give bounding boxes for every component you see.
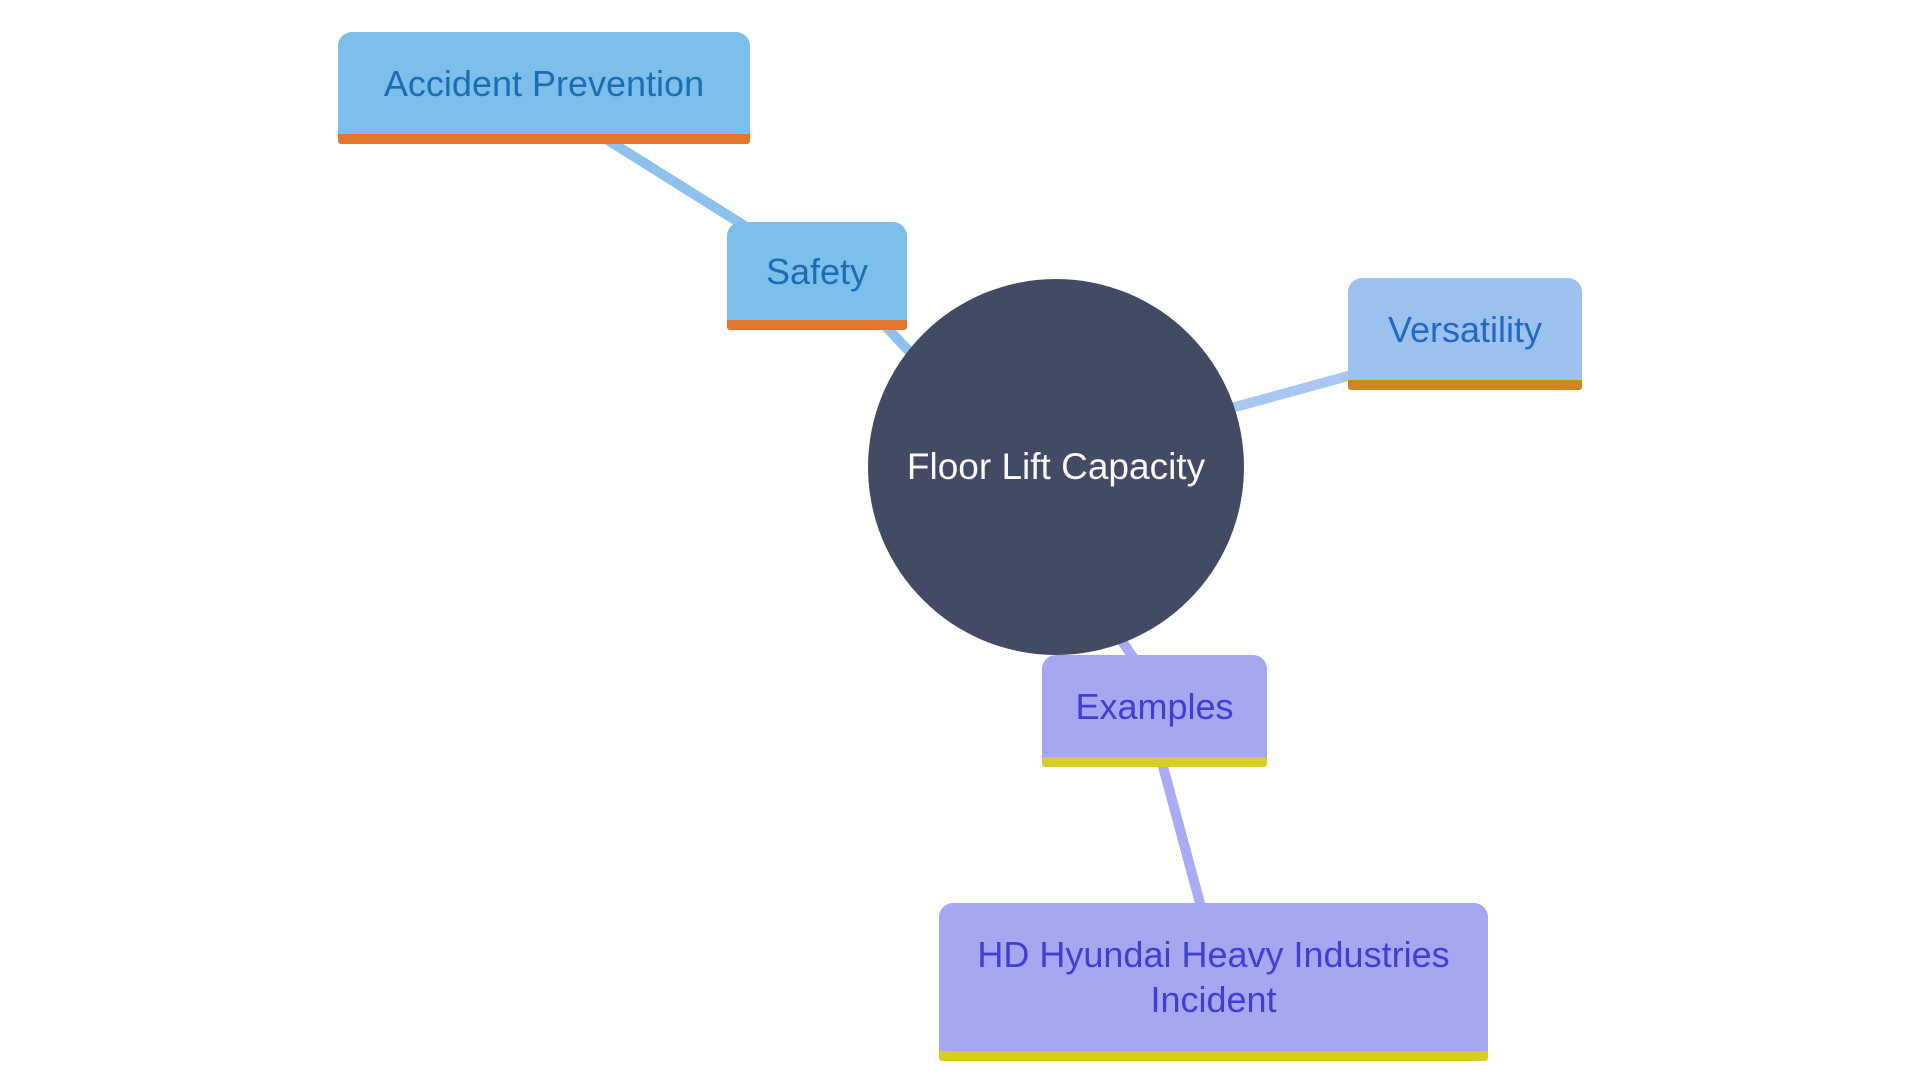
node-examples: Examples (1042, 655, 1267, 767)
root-node-label: Floor Lift Capacity (906, 445, 1206, 487)
node-examples-label: Examples (1075, 685, 1234, 727)
node-hyundai-incident-label: HD Hyundai Heavy Industries Incident (977, 934, 1450, 1020)
connector-accident-prevention-to-safety (590, 127, 753, 233)
root-node-floor-lift-capacity: Floor Lift Capacity (868, 279, 1244, 655)
node-hyundai-incident: HD Hyundai Heavy Industries Incident (939, 903, 1488, 1061)
connector-examples-to-hyundai-incident (1153, 743, 1209, 923)
node-safety-label: Safety (765, 250, 869, 292)
node-accident-prevention: Accident Prevention (338, 32, 750, 144)
node-versatility: Versatility (1348, 278, 1582, 390)
node-versatility-label: Versatility (1387, 308, 1543, 350)
node-safety: Safety (727, 222, 907, 330)
node-accident-prevention-label: Accident Prevention (383, 62, 705, 104)
